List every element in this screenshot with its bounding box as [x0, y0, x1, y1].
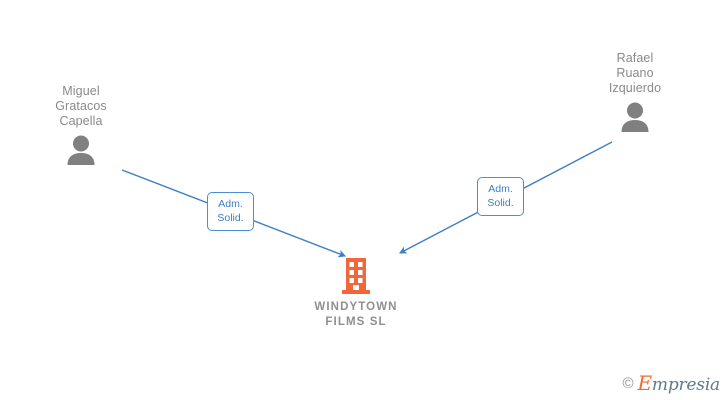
- person-avatar-icon: [67, 135, 95, 165]
- company-node-windytown-films-sl[interactable]: WINDYTOWN FILMS SL: [300, 258, 412, 330]
- person-avatar-icon: [621, 102, 649, 132]
- person-node-miguel-gratacos-capella[interactable]: Miguel Gratacos Capella: [6, 84, 156, 165]
- brand-name: Empresia: [638, 373, 721, 394]
- edge-label-adm-solid-left[interactable]: Adm. Solid.: [207, 192, 254, 231]
- person-label: Rafael Ruano Izquierdo: [608, 51, 662, 95]
- edge-label-adm-solid-right[interactable]: Adm. Solid.: [477, 177, 524, 216]
- person-label: Miguel Gratacos Capella: [55, 84, 107, 128]
- person-node-rafael-ruano-izquierdo[interactable]: Rafael Ruano Izquierdo: [560, 51, 710, 132]
- brand-initial: E: [637, 371, 653, 395]
- watermark: © Empresia: [622, 373, 720, 394]
- building-icon: [342, 258, 370, 294]
- copyright-icon: ©: [622, 375, 634, 392]
- company-label: WINDYTOWN FILMS SL: [314, 301, 398, 328]
- brand-rest: mpresia: [651, 375, 720, 395]
